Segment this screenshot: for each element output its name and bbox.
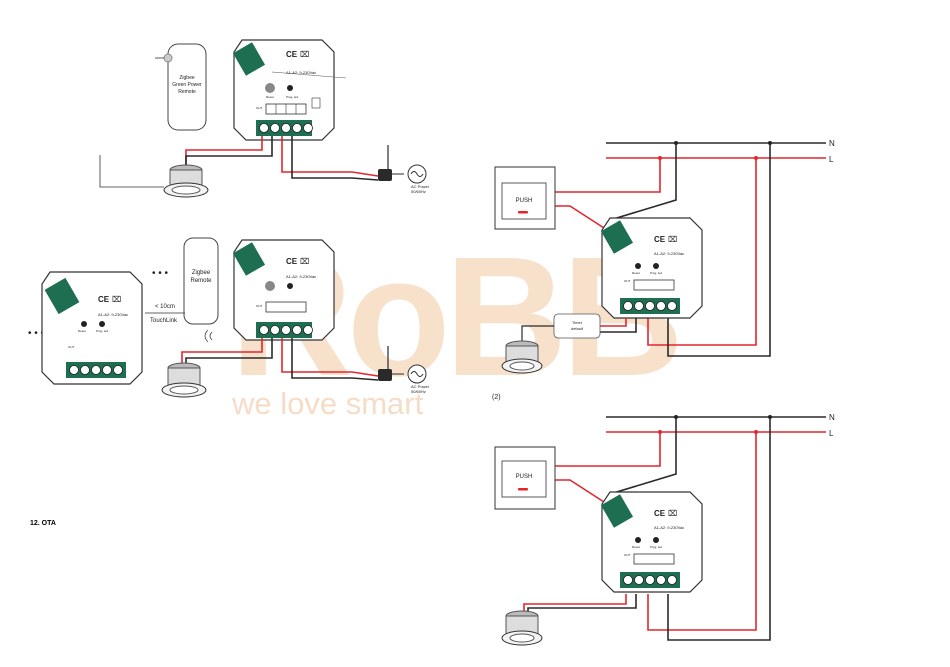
svg-text:Reset: Reset: [78, 329, 86, 333]
zigbee-remote-2: [183, 237, 219, 325]
dimmer-device-1: CE ⌧ A1-A2: 9-230Vac Reset Prog. led OUT: [232, 39, 335, 141]
lamp-icon-4: [501, 610, 543, 646]
svg-text:A1-A2: 9-230Vac: A1-A2: 9-230Vac: [654, 251, 684, 256]
remote2-line2: Remote: [190, 278, 212, 284]
svg-text:OUT: OUT: [624, 279, 631, 283]
scene-touchlink: • • • • • • CE ⌧ A1-A2: 9-230Vac Reset P…: [28, 237, 430, 398]
svg-text:⌧: ⌧: [300, 257, 309, 266]
svg-text:Reset: Reset: [266, 95, 274, 99]
live-label-1: L: [829, 155, 834, 164]
svg-text:OUT: OUT: [256, 304, 263, 308]
timer-label-1: Timer: [572, 320, 583, 325]
svg-text:⌧: ⌧: [300, 50, 309, 59]
timer-label-2: default: [571, 326, 584, 331]
ac-power-label-1b: 50/60Hz: [411, 189, 426, 194]
dimmer-device-3: CE ⌧ A1-A2: 9-230Vac OUT: [232, 239, 335, 341]
svg-text:Prog. led: Prog. led: [650, 271, 662, 275]
ac-power-label-2a: AC Power: [411, 384, 430, 389]
lamp-icon-3: [501, 340, 543, 374]
scene-push-1: N L PUSH CE ⌧ A1-A2: 9-230Vac Reset Prog…: [492, 139, 835, 401]
lamp-icon-1: [163, 164, 209, 198]
remote1-line2: Green Power: [172, 82, 202, 88]
neutral-label-2: N: [829, 413, 835, 422]
svg-text:⌧: ⌧: [112, 295, 121, 304]
dimmer-device-2: CE ⌧ A1-A2: 9-230Vac Reset Prog. led OUT: [41, 271, 143, 385]
figure-label-2: (2): [492, 394, 501, 401]
scene-push-2: N L PUSH CE ⌧ A1-A2: 9-230Vac Reset Prog…: [494, 413, 835, 646]
ac-power-label-1a: AC Power: [411, 184, 430, 189]
svg-text:Prog. led: Prog. led: [286, 95, 298, 99]
svg-text:Reset: Reset: [632, 545, 640, 549]
distance-label: < 10cm: [155, 304, 175, 310]
touchlink-label: TouchLink: [150, 318, 178, 324]
svg-text:A1-A2: 9-230Vac: A1-A2: 9-230Vac: [286, 70, 316, 75]
svg-text:Reset: Reset: [632, 271, 640, 275]
svg-text:Prog. led: Prog. led: [650, 545, 662, 549]
watermark-tagline: we love smart: [231, 386, 424, 421]
lamp-icon-2: [161, 362, 207, 398]
green-power-remote: [167, 43, 207, 131]
svg-text:OUT: OUT: [256, 106, 263, 110]
svg-text:CE: CE: [286, 257, 298, 266]
svg-text:CE: CE: [654, 235, 666, 244]
svg-text:Prog. led: Prog. led: [96, 329, 108, 333]
scene-green-power: Zigbee Green Power Remote CE ⌧ A1-A2: 9-…: [99, 39, 430, 198]
remote1-line1: Zigbee: [179, 75, 195, 81]
svg-text:CE: CE: [654, 509, 666, 518]
svg-text:⌧: ⌧: [668, 235, 677, 244]
dimmer-device-4: CE ⌧ A1-A2: 9-230Vac Reset Prog. led OUT: [600, 217, 703, 319]
svg-text:OUT: OUT: [68, 345, 75, 349]
dimmer-device-5: CE ⌧ A1-A2: 9-230Vac Reset Prog. led OUT: [600, 491, 703, 593]
ac-power-label-2b: 50/60Hz: [411, 389, 426, 394]
svg-text:A1-A2: 9-230Vac: A1-A2: 9-230Vac: [654, 525, 684, 530]
svg-text:CE: CE: [98, 295, 110, 304]
remote2-line1: Zigbee: [192, 270, 211, 276]
svg-text:⌧: ⌧: [668, 509, 677, 518]
push-label-1: PUSH: [516, 198, 533, 204]
svg-text:A1-A2: 9-230Vac: A1-A2: 9-230Vac: [98, 312, 128, 317]
remote1-line3: Remote: [178, 89, 196, 95]
push-label-2: PUSH: [516, 474, 533, 480]
section-title: 12. OTA: [30, 520, 56, 527]
dots-mid: • • •: [152, 268, 169, 279]
dots-left: • • •: [28, 328, 45, 339]
svg-text:CE: CE: [286, 50, 298, 59]
live-label-2: L: [829, 429, 834, 438]
svg-text:A1-A2: 9-230Vac: A1-A2: 9-230Vac: [286, 274, 316, 279]
neutral-label-1: N: [829, 139, 835, 148]
push-switch-1: PUSH: [494, 166, 556, 230]
remote-button-dot: [163, 53, 173, 63]
svg-text:OUT: OUT: [624, 553, 631, 557]
push-switch-2: PUSH: [494, 446, 556, 510]
